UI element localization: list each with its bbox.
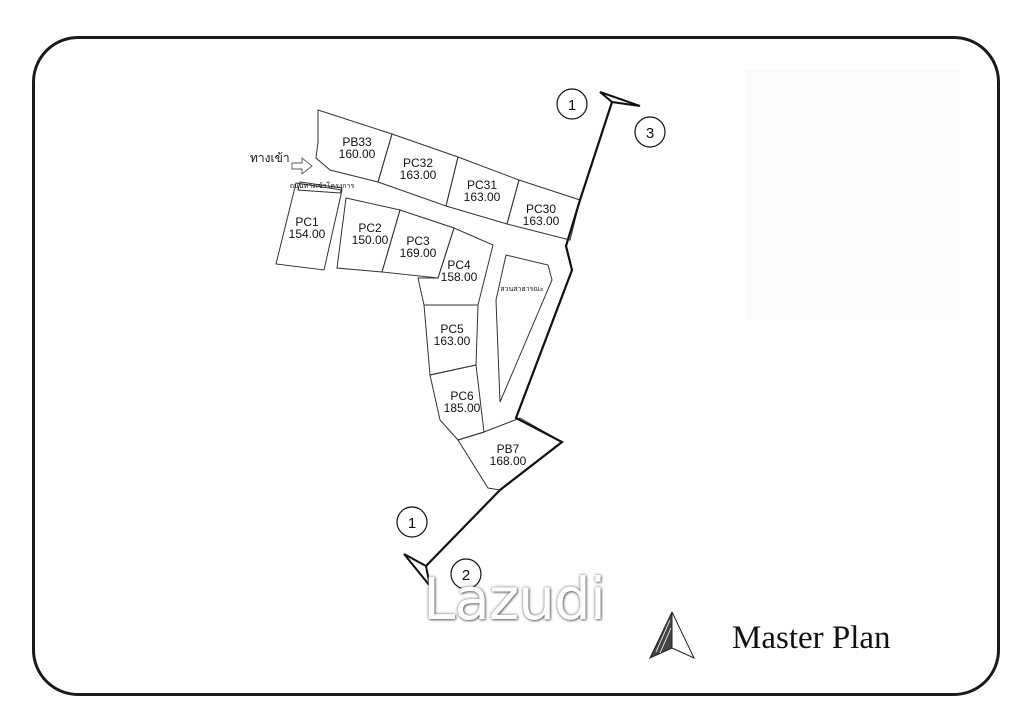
lot-pb33-area: 160.00 <box>339 147 376 161</box>
marker-circle-top-left <box>556 88 588 120</box>
lot-pc30-id: PC30 <box>526 202 556 216</box>
lot-pc4-id: PC4 <box>447 258 471 272</box>
marker-circle-top-right <box>634 116 666 148</box>
park-area <box>495 254 553 403</box>
marker-circle-bottom-left <box>396 506 428 538</box>
watermark-text: Lazudi <box>423 565 606 633</box>
lot-pc6-area: 185.00 <box>444 401 481 415</box>
survey-peg-top <box>599 91 641 107</box>
lot-pc31-area: 163.00 <box>464 190 501 204</box>
faint-background-panel <box>745 70 960 320</box>
lot-pc30 <box>506 179 581 241</box>
marker-bottom-right-label: 2 <box>462 567 470 584</box>
park-label: สวนสาธารณะ <box>500 285 544 293</box>
boundary-line-upper <box>499 101 614 491</box>
lot-pc32-id: PC32 <box>403 156 433 170</box>
lot-pc1-area: 154.00 <box>289 227 326 241</box>
entrance-road-note: ถนนทางเข้าโครงการ <box>290 181 355 190</box>
entrance-road-strip <box>297 181 343 194</box>
lot-pb7-id: PB7 <box>497 442 520 456</box>
lot-pc4-area: 158.00 <box>441 270 478 284</box>
marker-circle-bottom-right <box>450 558 482 590</box>
master-plan-title: Master Plan <box>732 620 891 656</box>
marker-top-right-label: 3 <box>646 125 654 142</box>
north-arrow-icon <box>648 611 696 660</box>
page-frame <box>32 36 1000 696</box>
lot-pc2-area: 150.00 <box>352 233 389 247</box>
marker-bottom-left-label: 1 <box>408 515 416 532</box>
lot-pc31-id: PC31 <box>467 178 497 192</box>
lot-pc1-id: PC1 <box>295 215 319 229</box>
lot-pb33-id: PB33 <box>342 135 372 149</box>
entrance-arrow-icon <box>291 157 313 175</box>
lot-pc5-area: 163.00 <box>434 334 471 348</box>
lot-pc5-id: PC5 <box>440 322 464 336</box>
lot-pc3-area: 169.00 <box>400 246 437 260</box>
lot-pc6-id: PC6 <box>450 389 474 403</box>
marker-top-left-label: 1 <box>568 97 576 114</box>
lot-pc1 <box>275 182 343 271</box>
lot-pc30-area: 163.00 <box>523 214 560 228</box>
lot-pb7-area: 168.00 <box>490 454 527 468</box>
entrance-label: ทางเข้า <box>250 151 290 165</box>
survey-peg-bottom <box>403 553 431 587</box>
lot-pc2-id: PC2 <box>358 221 382 235</box>
lot-pc3-id: PC3 <box>406 234 430 248</box>
lot-pc32-area: 163.00 <box>400 168 437 182</box>
boundary-line-lower <box>425 489 501 567</box>
